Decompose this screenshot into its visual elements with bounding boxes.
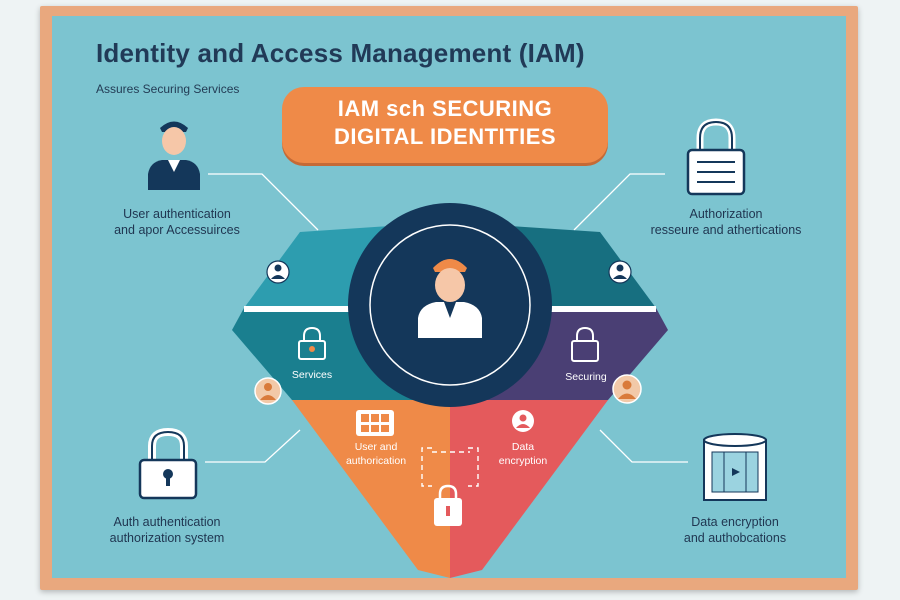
connector-lines [205,173,688,463]
padlock-icon-bottom-center [434,484,462,526]
connector-bottom-left [205,429,301,463]
label-bottom-left: Auth authentication authorization system [92,514,242,546]
label-bottom-left-line-1: Auth authentication [113,515,221,529]
user-avatar-icon-left [254,377,282,405]
label-top-left-line-1: User authentication [123,207,231,221]
banner-line-1: IAM sch SECURING [337,96,553,121]
segment-label-user-auth-line-1: User and [354,441,398,453]
padlock-icon-top-right [686,118,746,196]
center-ring [369,224,531,386]
segment-label-user-auth-line-2: authorication [345,455,407,467]
label-bottom-right: Data encryption and authobcations [660,514,810,546]
center-user-icon [418,259,482,338]
database-icon [703,433,767,501]
segment-bottom-left [292,400,450,578]
segment-label-data-encryption-line-1: Data [511,441,535,453]
segment-label-data-encryption: Data encryption [490,440,556,468]
user-icon [148,121,200,190]
divider-left [244,306,368,312]
lock-icon-securing [571,326,599,362]
label-top-left-line-2: and apor Accessuirces [114,223,240,237]
segment-label-user-auth: User and authorication [336,440,416,468]
segment-label-data-encryption-line-2: encryption [498,455,548,467]
segment-label-securing: Securing [565,371,607,383]
page-title: Identity and Access Management (IAM) [96,38,585,68]
user-badge-icon-right [608,260,632,284]
divider-right [536,306,656,312]
padlock-icon-bottom-left [138,427,198,500]
segment-label-services: Services [291,369,333,381]
label-bottom-right-line-1: Data encryption [691,515,779,529]
label-top-right-line-2: resseure and athertications [650,223,802,237]
segment-bottom-right [450,400,608,578]
label-bottom-right-line-2: and authobcations [683,531,787,545]
banner-line-2: DIGITAL IDENTITIES [333,124,557,149]
encryption-badge-icon [512,410,534,432]
dashed-bracket [421,447,479,487]
user-badge-icon-left [266,260,290,284]
connector-bottom-right [599,429,688,463]
connector-top-left [208,173,319,231]
page-subtitle: Assures Securing Services [96,82,240,96]
label-top-left: User authentication and apor Accessuirce… [104,206,250,238]
label-top-right: Authorization resseure and athertication… [638,206,814,238]
label-top-right-line-1: Authorization [689,207,763,221]
banner [282,87,608,163]
users-group-icon [356,410,394,436]
connector-top-right [573,173,665,231]
lock-icon-services [298,326,326,360]
user-avatar-icon-right [612,374,642,404]
label-bottom-left-line-2: authorization system [109,531,225,545]
